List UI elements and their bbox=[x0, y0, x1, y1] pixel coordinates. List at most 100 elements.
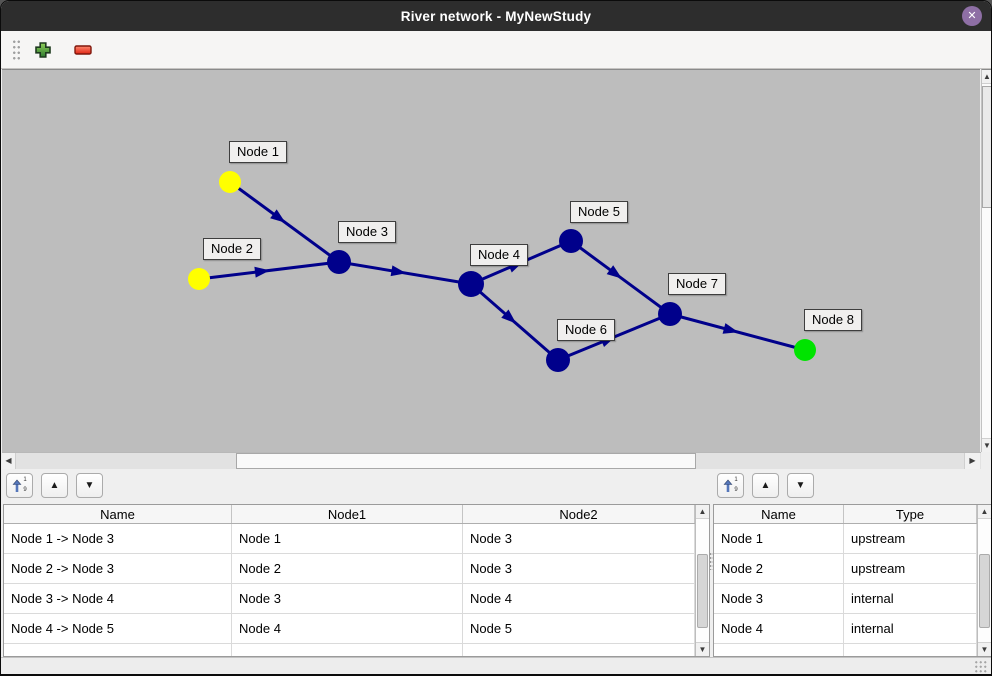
node-label[interactable]: Node 8 bbox=[804, 309, 862, 331]
column-header[interactable]: Type bbox=[844, 505, 977, 523]
table-cell: Node 3 -> Node 4 bbox=[4, 584, 232, 613]
table-cell: Node 2 bbox=[232, 554, 463, 583]
scroll-down-button[interactable]: ▼ bbox=[696, 642, 709, 656]
network-node[interactable] bbox=[327, 250, 351, 274]
up-arrow-icon: ▲ bbox=[983, 71, 991, 81]
scroll-down-button[interactable]: ▼ bbox=[982, 438, 991, 452]
network-canvas[interactable]: Node 1 Node 2 Node 3 Node 4 Node 5 Node 6 Node… bbox=[2, 69, 980, 452]
table-cell bbox=[232, 644, 463, 656]
status-bar bbox=[1, 657, 991, 674]
add-button[interactable] bbox=[30, 39, 56, 61]
table-cell bbox=[4, 644, 232, 656]
minus-icon bbox=[74, 44, 92, 55]
left-arrow-icon: ◀ bbox=[5, 456, 12, 465]
down-arrow-icon: ▼ bbox=[980, 644, 989, 654]
table-cell bbox=[463, 644, 695, 656]
scroll-up-button[interactable]: ▲ bbox=[978, 505, 991, 519]
table-cell: Node 3 bbox=[463, 524, 695, 553]
table-cell: Node 3 bbox=[232, 584, 463, 613]
close-button[interactable]: ✕ bbox=[962, 6, 982, 26]
plus-icon bbox=[35, 41, 51, 58]
vertical-scroll-thumb[interactable] bbox=[982, 86, 991, 208]
main-toolbar bbox=[1, 31, 991, 69]
table-cell: Node 1 bbox=[714, 524, 844, 553]
horizontal-scroll-thumb[interactable] bbox=[236, 453, 696, 469]
edge-arrow-icon bbox=[270, 209, 286, 223]
node-label[interactable]: Node 3 bbox=[338, 221, 396, 243]
right-arrow-icon: ▶ bbox=[969, 456, 976, 465]
up-triangle-icon: ▲ bbox=[49, 479, 60, 491]
scroll-thumb[interactable] bbox=[979, 554, 990, 628]
node-label[interactable]: Node 5 bbox=[570, 201, 628, 223]
network-node[interactable] bbox=[188, 268, 210, 290]
node-label[interactable]: Node 4 bbox=[470, 244, 528, 266]
node-label[interactable]: Node 2 bbox=[203, 238, 261, 260]
edge-arrow-icon bbox=[722, 323, 739, 334]
table-cell: upstream bbox=[844, 554, 977, 583]
links-move-up-button[interactable]: ▲ bbox=[41, 473, 68, 498]
canvas-vertical-scrollbar[interactable]: ▲ ▼ bbox=[981, 69, 991, 452]
window-title: River network - MyNewStudy bbox=[400, 8, 592, 24]
column-header[interactable]: Node1 bbox=[232, 505, 463, 523]
column-header[interactable]: Name bbox=[714, 505, 844, 523]
table-cell bbox=[714, 644, 844, 656]
table-cell: Node 1 bbox=[232, 524, 463, 553]
node-label[interactable]: Node 7 bbox=[668, 273, 726, 295]
scroll-down-button[interactable]: ▼ bbox=[978, 642, 991, 656]
node-label[interactable]: Node 6 bbox=[557, 319, 615, 341]
links-table-scrollbar[interactable]: ▲ ▼ bbox=[695, 505, 709, 656]
table-cell: Node 1 -> Node 3 bbox=[4, 524, 232, 553]
network-node[interactable] bbox=[546, 348, 570, 372]
panel-splitter-grip[interactable] bbox=[709, 552, 714, 570]
nodes-move-down-button[interactable]: ▼ bbox=[787, 473, 814, 498]
nodes-move-up-button[interactable]: ▲ bbox=[752, 473, 779, 498]
up-triangle-icon: ▲ bbox=[760, 479, 771, 491]
scroll-left-button[interactable]: ◀ bbox=[2, 453, 16, 469]
node-label[interactable]: Node 1 bbox=[229, 141, 287, 163]
down-triangle-icon: ▼ bbox=[795, 479, 806, 491]
scroll-thumb[interactable] bbox=[697, 554, 708, 628]
remove-button[interactable] bbox=[70, 42, 96, 58]
network-node[interactable] bbox=[458, 271, 484, 297]
links-move-down-button[interactable]: ▼ bbox=[76, 473, 103, 498]
table-cell: Node 3 bbox=[463, 554, 695, 583]
table-row-empty bbox=[714, 644, 977, 656]
network-node[interactable] bbox=[559, 229, 583, 253]
network-node[interactable] bbox=[658, 302, 682, 326]
table-cell: Node 4 bbox=[463, 584, 695, 613]
scroll-up-button[interactable]: ▲ bbox=[696, 505, 709, 519]
network-node[interactable] bbox=[794, 339, 816, 361]
scroll-up-button[interactable]: ▲ bbox=[982, 70, 991, 84]
table-cell: Node 4 bbox=[232, 614, 463, 643]
canvas-horizontal-scrollbar[interactable]: ◀ ▶ bbox=[2, 452, 981, 469]
edge-arrow-icon bbox=[390, 265, 407, 277]
scroll-right-button[interactable]: ▶ bbox=[964, 453, 980, 469]
network-node[interactable] bbox=[219, 171, 241, 193]
down-triangle-icon: ▼ bbox=[84, 479, 95, 491]
titlebar[interactable]: River network - MyNewStudy ✕ bbox=[1, 1, 991, 31]
table-cell: Node 2 bbox=[714, 554, 844, 583]
toolbar-grip[interactable] bbox=[11, 37, 20, 62]
window-resize-grip[interactable] bbox=[974, 660, 988, 673]
column-header[interactable]: Node2 bbox=[463, 505, 695, 523]
column-header[interactable]: Name bbox=[4, 505, 232, 523]
nodes-table-scrollbar[interactable]: ▲ ▼ bbox=[977, 505, 991, 656]
